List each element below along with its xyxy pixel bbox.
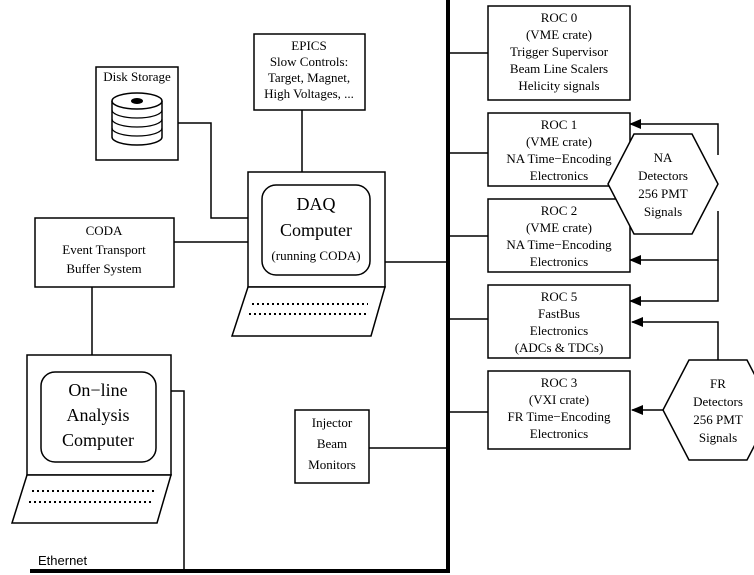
daq-keyboard-icon [230,286,386,337]
daq-monitor-screen [261,184,371,276]
roc-2-line-2: (VME crate) [526,220,592,235]
fr-detectors-line-1: FR [710,376,726,391]
ethernet-bus: Ethernet [30,0,450,573]
fr-detectors-line-2: Detectors [693,394,743,409]
disk-stack-icon [111,92,163,146]
epics-line-2: Slow Controls: [270,54,348,69]
analysis-line-2: Analysis [67,405,130,425]
na-detectors-line-2: Detectors [638,168,688,183]
roc-2-line-3: NA Time−Encoding [506,237,612,252]
injector-line-1: Injector [312,415,353,430]
na-detectors-line-4: Signals [644,204,682,219]
roc-3-line-3: FR Time−Encoding [507,409,611,424]
roc-1-line-3: NA Time−Encoding [506,151,612,166]
disk-storage: Disk Storage [95,66,179,161]
fr-detectors-line-4: Signals [699,430,737,445]
analysis-computer: On−line Analysis Computer [10,354,172,524]
roc-0-box: ROC 0 (VME crate) Trigger Supervisor Bea… [487,5,631,101]
na-detectors-line-3: 256 PMT [638,186,688,201]
roc-1-box: ROC 1 (VME crate) NA Time−Encoding Elect… [487,112,631,187]
roc-3-line-1: ROC 3 [541,375,577,390]
connection-lines [91,52,488,571]
epics-box: EPICS Slow Controls: Target, Magnet, Hig… [253,33,366,111]
coda-line-1: CODA [86,223,123,238]
roc-2-line-1: ROC 2 [541,203,577,218]
coda-line-3: Buffer System [66,261,141,276]
fr-detectors-hexagon: FR Detectors 256 PMT Signals [662,359,754,461]
na-detectors-line-1: NA [654,150,673,165]
fr-detectors-line-3: 256 PMT [693,412,743,427]
roc-5-line-3: Electronics [530,323,588,338]
analysis-monitor-screen [40,371,157,463]
roc-5-line-4: (ADCs & TDCs) [515,340,604,355]
na-detectors-hexagon: NA Detectors 256 PMT Signals [607,133,719,235]
disk-storage-label: Disk Storage [103,69,171,84]
coda-line-2: Event Transport [62,242,146,257]
roc-1-line-1: ROC 1 [541,117,577,132]
roc-5-box: ROC 5 FastBus Electronics (ADCs & TDCs) [487,284,631,359]
roc-1-line-4: Electronics [530,168,588,183]
analysis-line-3: Computer [62,430,134,450]
roc-3-line-4: Electronics [530,426,588,441]
daq-line-1: DAQ [297,194,336,214]
coda-box: CODA Event Transport Buffer System [34,217,175,288]
injector-line-2: Beam [317,436,347,451]
roc-3-line-2: (VXI crate) [529,392,589,407]
analysis-keyboard-icon [10,474,172,524]
roc-0-line-2: (VME crate) [526,27,592,42]
signal-arrows [629,119,719,415]
epics-line-4: High Voltages, ... [264,86,354,101]
roc-3-box: ROC 3 (VXI crate) FR Time−Encoding Elect… [487,370,631,450]
daq-line-3: (running CODA) [271,248,360,263]
roc-0-line-1: ROC 0 [541,10,577,25]
analysis-line-1: On−line [68,380,127,400]
daq-line-2: Computer [280,220,352,240]
injector-line-3: Monitors [308,457,356,472]
roc-0-line-3: Trigger Supervisor [510,44,609,59]
epics-line-1: EPICS [291,38,326,53]
roc-0-line-5: Helicity signals [518,78,599,93]
roc-1-line-2: (VME crate) [526,134,592,149]
roc-5-line-1: ROC 5 [541,289,577,304]
roc-2-box: ROC 2 (VME crate) NA Time−Encoding Elect… [487,198,631,273]
daq-computer: DAQ Computer (running CODA) [230,171,386,337]
injector-box: Injector Beam Monitors [294,409,370,484]
roc-5-line-2: FastBus [538,306,580,321]
roc-0-line-4: Beam Line Scalers [510,61,608,76]
ethernet-label: Ethernet [38,553,88,568]
roc-2-line-4: Electronics [530,254,588,269]
epics-line-3: Target, Magnet, [268,70,350,85]
